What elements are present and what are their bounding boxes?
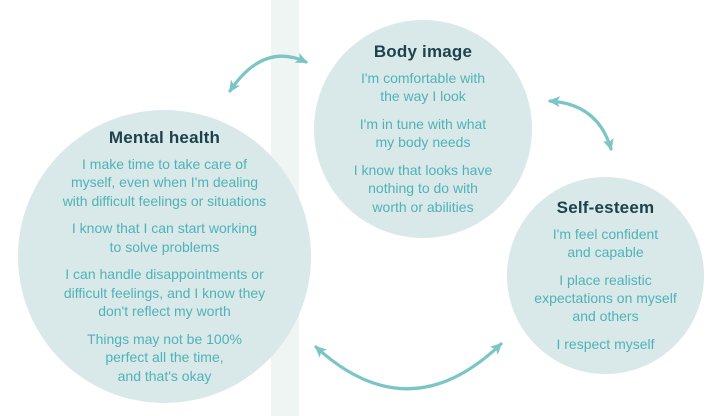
circle-self-esteem: Self-esteem I'm feel confident and capab… — [507, 177, 704, 374]
affirmation-item: Things may not be 100% perfect all the t… — [87, 330, 242, 384]
affirmation-item: I place realistic expectations on myself… — [534, 271, 677, 325]
affirmation-item: I know that I can start working to solve… — [71, 220, 258, 255]
affirmation-item: I respect myself — [556, 335, 655, 352]
arrow-body-image-self-esteem — [548, 96, 614, 151]
affirmation-item: I'm comfortable with the way I look — [360, 69, 486, 105]
affirmation-item: I'm in tune with what my body needs — [359, 115, 487, 151]
mental-health-title: Mental health — [108, 127, 221, 147]
arrow-self-esteem-mental-health — [314, 342, 503, 391]
circle-mental-health: Mental health I make time to take care o… — [18, 110, 311, 403]
affirmation-item: I'm feel confident and capable — [552, 225, 659, 261]
affirmation-item: I make time to take care of myself, even… — [62, 155, 267, 209]
self-esteem-title: Self-esteem — [556, 197, 655, 217]
affirmation-item: I know that looks have nothing to do wit… — [353, 161, 493, 215]
body-image-title: Body image — [373, 41, 473, 61]
circle-body-image: Body image I'm comfortable with the way … — [314, 20, 532, 238]
affirmation-item: I can handle disappointments or difficul… — [63, 266, 266, 320]
